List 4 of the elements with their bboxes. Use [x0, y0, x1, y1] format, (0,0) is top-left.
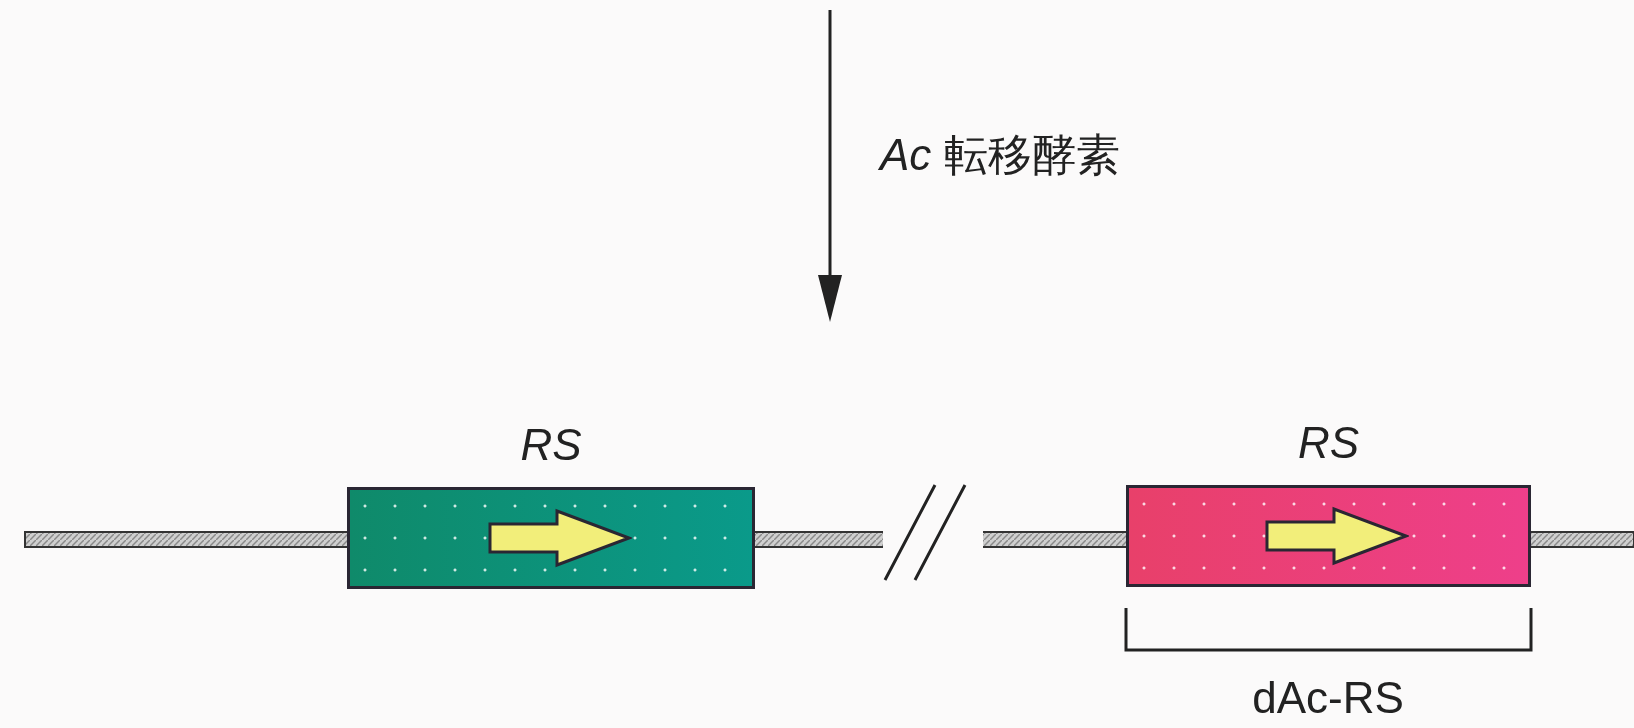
enzyme-label: Ac 転移酵素 — [880, 129, 1121, 181]
gene-label: RS — [519, 419, 583, 471]
segment-label: dAc-RS — [1251, 672, 1405, 724]
gene-label: RS — [1296, 417, 1361, 469]
